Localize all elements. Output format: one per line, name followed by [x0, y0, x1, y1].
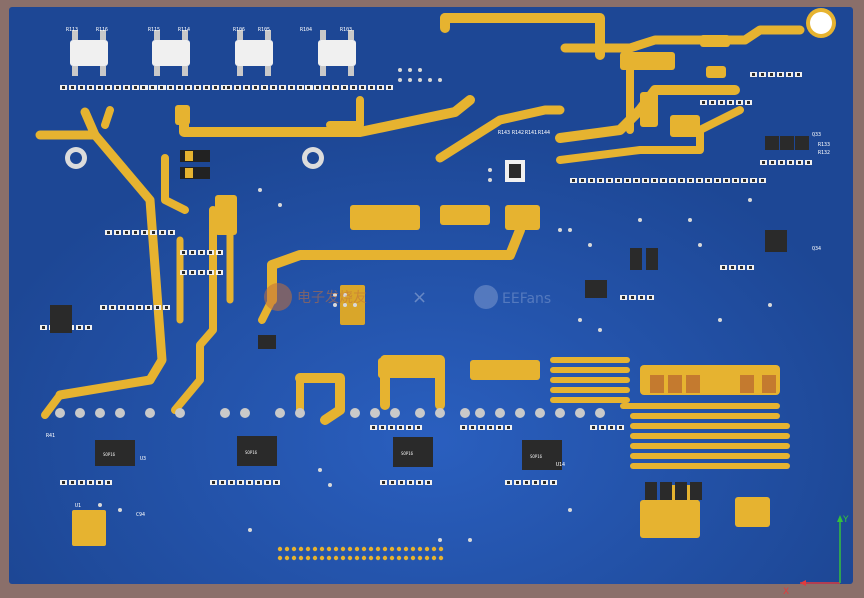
refdes-r116: R116	[96, 27, 108, 33]
axis-y-label: Y	[842, 515, 849, 525]
ic-u-d-label: SOP16	[530, 454, 543, 459]
refdes-r113: R113	[66, 27, 78, 33]
refdes-r41: R41	[46, 433, 55, 439]
refdes-r142: R142	[512, 130, 524, 136]
ic-u-a	[95, 440, 135, 466]
refdes-r143: R143	[498, 130, 510, 136]
smd-resistor-rows	[40, 72, 812, 485]
refdes-r141: R141	[525, 130, 537, 136]
watermark: 电子发烧友 × EEFans	[264, 283, 551, 311]
refdes-u3: U3	[140, 456, 146, 462]
refdes-u14: U14	[556, 462, 565, 468]
refdes-r133: R133	[818, 142, 830, 148]
refdes-r132: R132	[818, 150, 830, 156]
refdes-r144: R144	[538, 130, 550, 136]
power-components	[180, 136, 809, 500]
copper-ladder-right	[550, 357, 790, 469]
refdes-u1: U1	[75, 503, 81, 509]
refdes-r115: R115	[148, 27, 160, 33]
watermark-right-text: EEFans	[502, 291, 551, 307]
refdes-c94: C94	[136, 512, 145, 518]
ic-u-b	[237, 436, 277, 466]
axis-x-label: X	[783, 587, 789, 597]
optocoupler-pins	[72, 30, 354, 76]
ic-u-a-label: SOP16	[103, 452, 116, 457]
axis-indicator: X Y	[783, 515, 849, 597]
ic-u-c-label: SOP16	[401, 451, 414, 456]
ic-u-b-label: SOP16	[245, 450, 258, 455]
refdes-r105: R105	[258, 27, 270, 33]
ic-chips	[50, 160, 787, 470]
ic-u-c	[393, 437, 433, 467]
refdes-q33: Q33	[812, 132, 821, 138]
copper-traces	[35, 13, 805, 425]
refdes-r114: R114	[178, 27, 190, 33]
refdes-r103: R103	[340, 27, 352, 33]
svg-text:×: ×	[412, 287, 427, 308]
optocoupler-row	[70, 40, 356, 66]
watermark-left-text: 电子发烧友	[297, 290, 367, 306]
refdes-r104: R104	[300, 27, 312, 33]
refdes-q34: Q34	[812, 246, 821, 252]
ic-u-d	[522, 440, 562, 470]
bottom-pin-header	[277, 546, 444, 561]
vias	[55, 68, 772, 542]
refdes-r106: R106	[233, 27, 245, 33]
